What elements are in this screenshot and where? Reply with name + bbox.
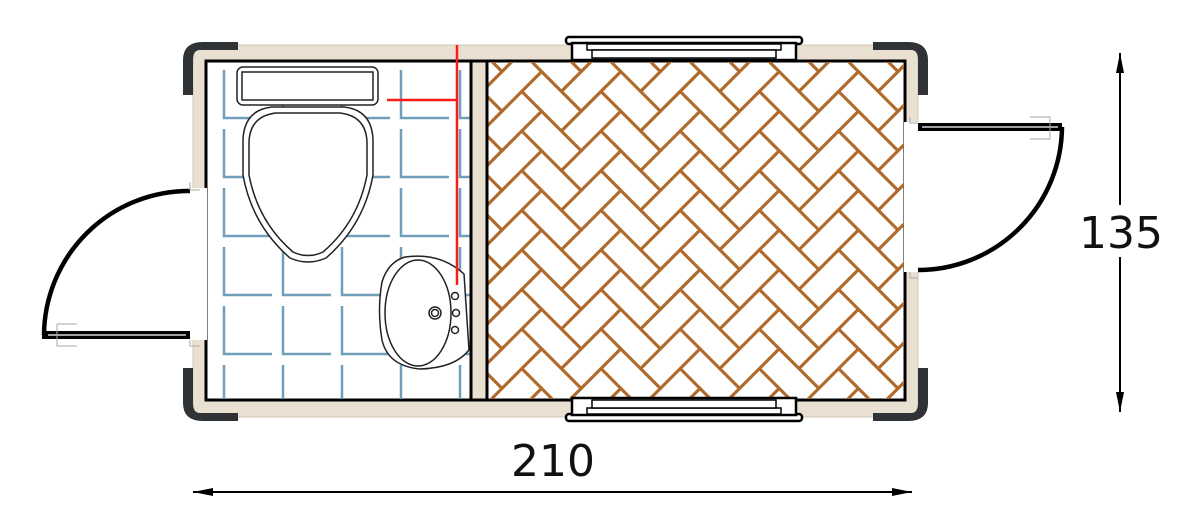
floor-tile	[281, 306, 331, 356]
floor-tile	[340, 247, 390, 297]
sink-drain-inner	[430, 308, 440, 318]
floor-tile	[281, 247, 331, 297]
height-label: 135	[1079, 208, 1163, 259]
door-hinge	[56, 182, 200, 347]
floor-tile	[399, 70, 449, 120]
parquet-plank	[488, 213, 505, 247]
parquet-plank	[757, 346, 821, 399]
floor-tile	[340, 306, 390, 356]
corner-top-right	[873, 42, 928, 95]
parquet-plank	[598, 346, 663, 399]
toilet-tank-lid	[241, 71, 374, 101]
tap-hole	[450, 291, 460, 301]
main-room-parquet-floor	[488, 62, 904, 399]
toilet-seat	[248, 112, 368, 257]
window-bottom	[564, 396, 804, 423]
toilet	[236, 66, 379, 263]
door-swing-arc	[41, 188, 191, 336]
floor-tile	[458, 365, 462, 399]
right-door-opening	[904, 122, 922, 272]
door-hinge	[909, 116, 1051, 279]
floor-tile	[399, 129, 449, 179]
floor-tile	[340, 365, 344, 399]
parquet-plank	[885, 380, 904, 399]
floor-tile	[222, 247, 272, 297]
left-door-opening	[190, 188, 207, 340]
partition-wall	[469, 59, 489, 402]
floor-tile	[222, 306, 272, 356]
parquet-plank	[488, 372, 505, 399]
corner-bottom-left	[183, 368, 238, 421]
door-swing-arc	[917, 126, 1065, 273]
floor-tile	[281, 365, 285, 399]
corner-top-left	[183, 42, 238, 95]
height-dimension: 135	[1078, 53, 1164, 412]
parquet-plank	[836, 346, 901, 399]
corner-bottom-right	[873, 368, 928, 421]
floor-tile	[399, 365, 403, 399]
sink-bowl	[384, 259, 452, 367]
width-dimension: 210	[193, 436, 912, 496]
floor-tile	[458, 188, 470, 238]
parquet-plank	[488, 134, 505, 167]
floor-tile	[222, 188, 272, 238]
floor-tile	[399, 188, 449, 238]
floor-tile	[222, 365, 226, 399]
floor-tile	[458, 129, 470, 179]
corner-posts	[183, 42, 928, 421]
window-top	[564, 35, 804, 62]
parquet-plank	[488, 253, 505, 286]
parquet-plank	[488, 174, 505, 207]
parquet-plank	[488, 332, 505, 365]
tap-hole	[451, 308, 461, 318]
parquet-plank	[488, 293, 505, 326]
water-pipe	[387, 45, 459, 285]
parquet-plank	[488, 95, 505, 128]
parquet-plank	[678, 346, 742, 399]
left-door	[41, 182, 200, 347]
right-door	[909, 116, 1065, 279]
sink	[378, 255, 470, 370]
parquet-plank	[519, 346, 584, 399]
floor-tile	[458, 70, 470, 120]
width-label: 210	[511, 436, 595, 487]
tap-hole	[450, 325, 460, 335]
